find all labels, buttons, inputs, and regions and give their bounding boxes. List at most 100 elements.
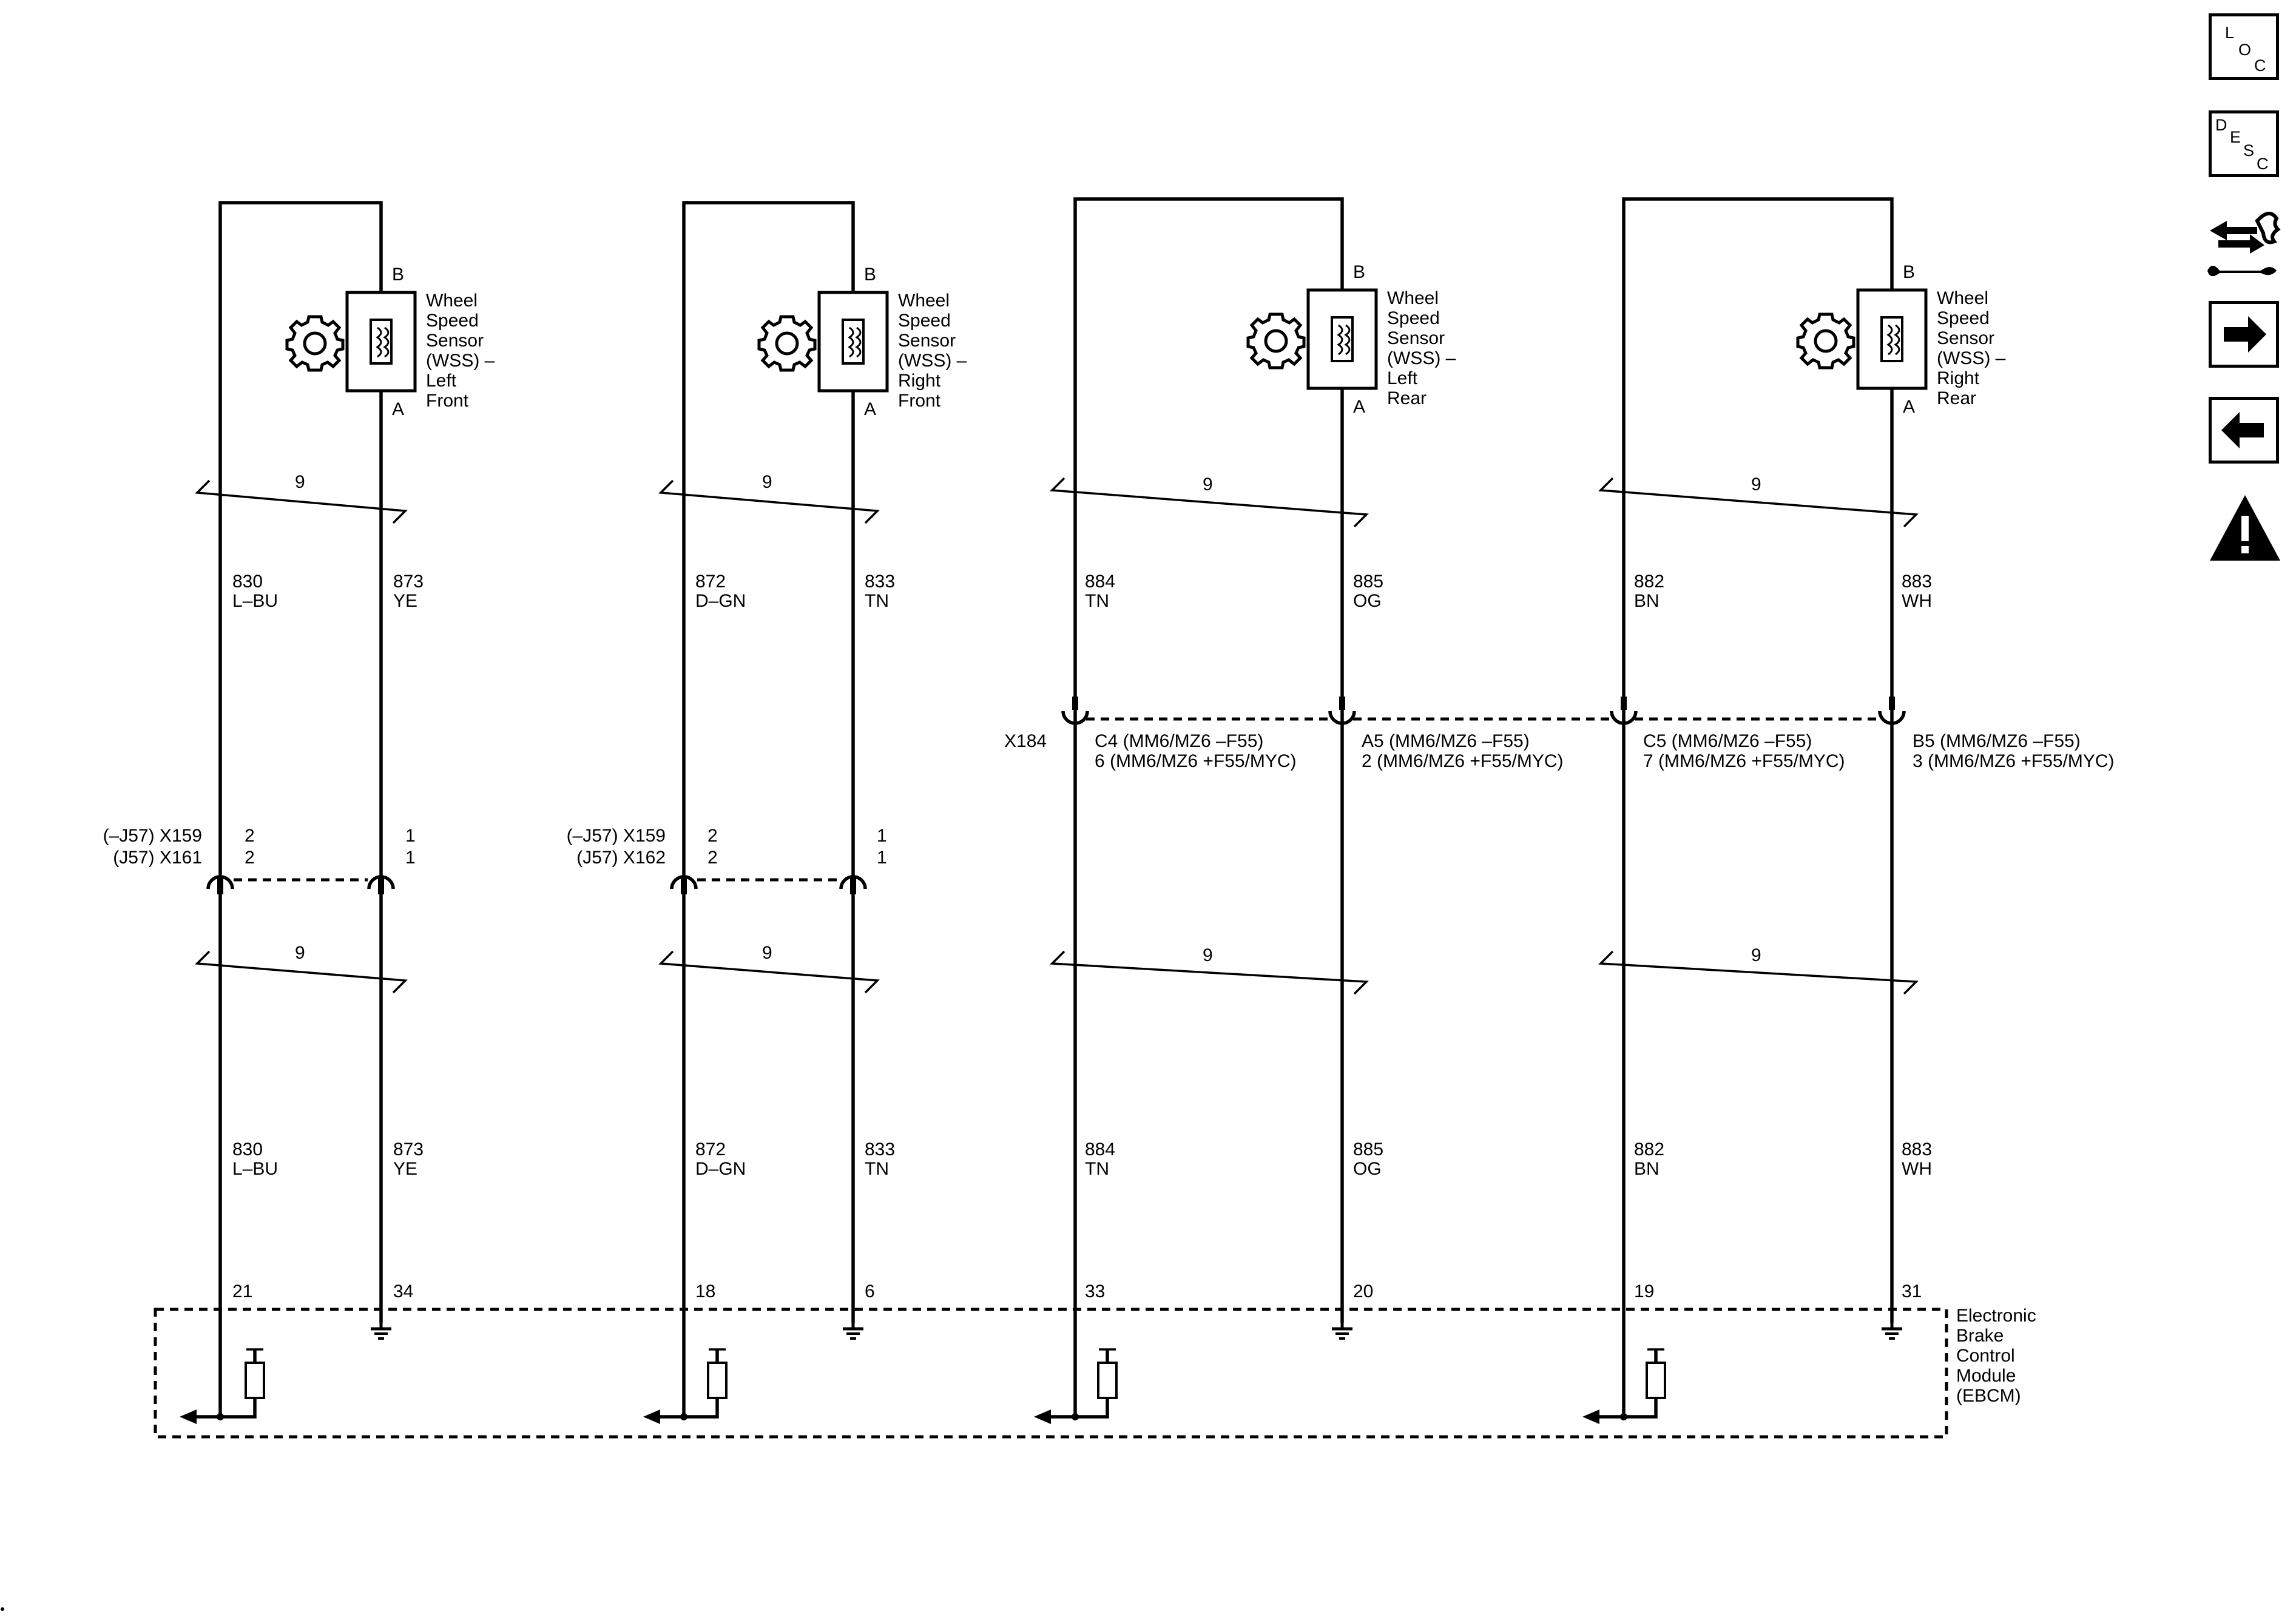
- module-pin-number: 19: [1634, 1281, 1654, 1301]
- wss-right-front: B A Wheel Speed Sensor (WSS) – Right Fro…: [759, 265, 972, 419]
- sensor-name: Wheel Speed Sensor (WSS) – Left Front: [426, 291, 500, 411]
- pin-a-label: A: [1903, 397, 1915, 417]
- next-page-button[interactable]: [2209, 301, 2279, 368]
- desc-letter: C: [2257, 155, 2269, 173]
- twisted-pair-marker: 9: [195, 472, 408, 524]
- ground-symbol: [1332, 1323, 1352, 1338]
- pin-a-label: A: [1353, 397, 1365, 417]
- connector-name: (–J57) X159(J57) X161: [103, 826, 202, 868]
- connector-pin-label: A5 (MM6/MZ6 –F55)2 (MM6/MZ6 +F55/MYC): [1362, 731, 1564, 771]
- warning-icon[interactable]: [2207, 491, 2283, 564]
- gear-icon: [287, 317, 343, 370]
- input-circuit: [180, 1348, 265, 1424]
- twisted-pair-marker: 9: [658, 472, 880, 524]
- arrow-right-icon: [2224, 316, 2266, 353]
- svg-text:9: 9: [762, 472, 772, 492]
- ground-symbol: [843, 1323, 863, 1338]
- pin-a-label: A: [392, 399, 404, 419]
- previous-page-button[interactable]: [2209, 397, 2279, 464]
- module-pin-number: 18: [695, 1281, 715, 1301]
- loc-letter: O: [2238, 41, 2252, 59]
- sensor-name: Wheel Speed Sensor (WSS) – Right Rear: [1937, 288, 2011, 408]
- twisted-pair-marker: 9: [1050, 945, 1369, 995]
- pin-b-label: B: [864, 265, 876, 285]
- location-button[interactable]: L O C: [2209, 13, 2279, 80]
- module-pin-number: 34: [393, 1281, 413, 1301]
- loop-wire-rr: [1622, 197, 1894, 1417]
- sensor-name: Wheel Speed Sensor (WSS) – Right Front: [898, 291, 972, 411]
- desc-letter: S: [2243, 141, 2255, 160]
- ground-symbol: [1882, 1323, 1902, 1338]
- twisted-pair-marker: 9: [195, 943, 408, 994]
- connector-tools-icon[interactable]: [2206, 203, 2281, 282]
- twisted-pair-marker: 9: [658, 943, 880, 994]
- module-pin-number: 20: [1353, 1281, 1373, 1301]
- gear-icon: [759, 317, 815, 370]
- wss-right-rear: B A Wheel Speed Sensor (WSS) – Right Rea…: [1798, 262, 2011, 417]
- module-name: Electronic Brake Control Module (EBCM): [1956, 1306, 2041, 1406]
- corner-dot: [1, 1607, 4, 1611]
- ebcm-module: Electronic Brake Control Module (EBCM): [154, 1306, 2041, 1439]
- svg-text:9: 9: [1751, 474, 1761, 495]
- sensor-name: Wheel Speed Sensor (WSS) – Left Rear: [1387, 288, 1461, 408]
- svg-text:9: 9: [295, 472, 305, 492]
- loop-wire-rf: [682, 201, 855, 1417]
- twisted-pair-marker: 9: [1598, 474, 1919, 528]
- connector-x184: X184 C4 (MM6/MZ6 –F55)6 (MM6/MZ6 +F55/MY…: [1004, 697, 2115, 771]
- connector-pin-label: C4 (MM6/MZ6 –F55)6 (MM6/MZ6 +F55/MYC): [1095, 731, 1297, 771]
- loop-wire-lr: [1073, 197, 1344, 1417]
- loc-letter: C: [2254, 56, 2266, 75]
- connector-name: X184: [1004, 731, 1047, 751]
- desc-letter: D: [2215, 116, 2227, 134]
- pin-a-label: A: [864, 399, 876, 419]
- connector-pin-label: C5 (MM6/MZ6 –F55)7 (MM6/MZ6 +F55/MYC): [1643, 731, 1845, 771]
- input-circuit: [643, 1348, 728, 1424]
- module-pin-number: 6: [865, 1281, 875, 1301]
- loop-wire-lf: [218, 201, 383, 1417]
- pin-b-label: B: [1903, 262, 1915, 282]
- gear-icon: [1798, 314, 1854, 368]
- wss-left-front: B A Wheel Speed Sensor (WSS) – Left Fron…: [287, 265, 500, 419]
- twisted-pair-marker: 9: [1050, 474, 1369, 528]
- description-button[interactable]: D E S C: [2209, 110, 2279, 177]
- loc-letter: L: [2225, 24, 2235, 42]
- module-pin-number: 31: [1902, 1281, 1922, 1301]
- ground-symbol: [371, 1323, 391, 1338]
- svg-text:9: 9: [1203, 474, 1213, 495]
- svg-text:9: 9: [762, 943, 772, 963]
- svg-text:9: 9: [295, 943, 305, 963]
- gear-icon: [1248, 314, 1304, 368]
- module-pin-number: 21: [232, 1281, 252, 1301]
- pin-b-label: B: [392, 265, 404, 285]
- pin-b-label: B: [1353, 262, 1365, 282]
- arrow-left-icon: [2221, 412, 2264, 448]
- twisted-pair-marker: 9: [1598, 945, 1919, 995]
- input-circuit: [1034, 1348, 1118, 1424]
- module-pin-number: 33: [1085, 1281, 1105, 1301]
- connector-pin-label: B5 (MM6/MZ6 –F55)3 (MM6/MZ6 +F55/MYC): [1913, 731, 2115, 771]
